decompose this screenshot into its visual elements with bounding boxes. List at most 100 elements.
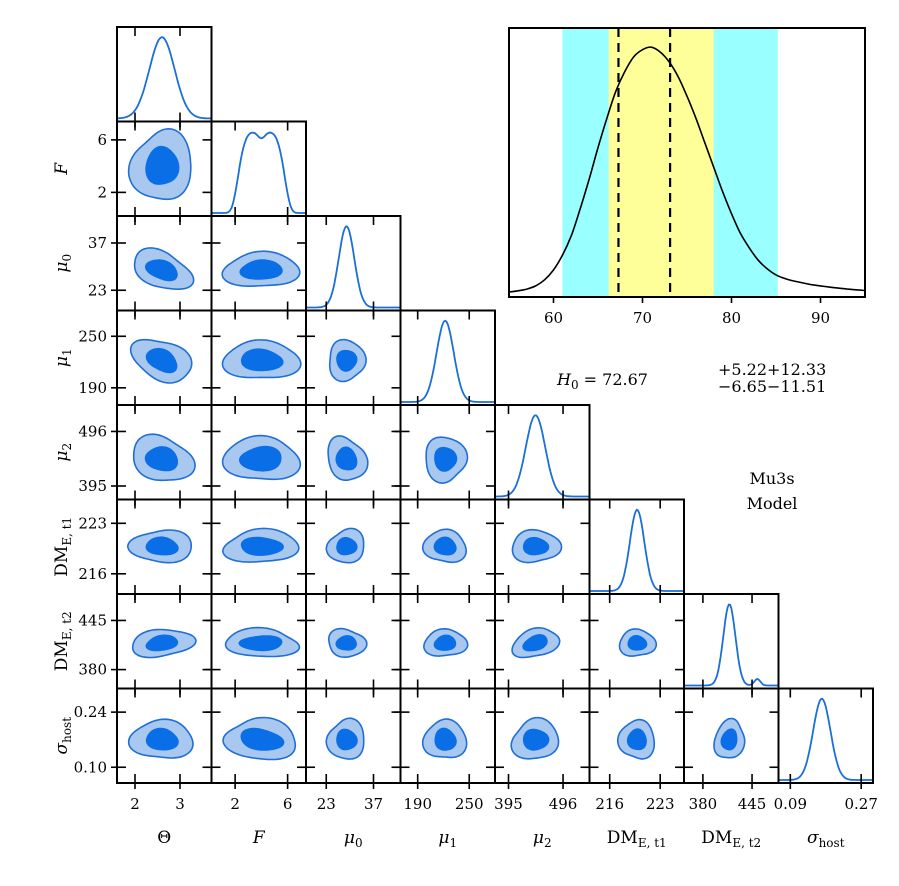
subplot-F-DME_t1	[205, 498, 307, 600]
label-part: DM	[607, 828, 638, 848]
contour-68-mu2-sigma_host	[523, 728, 550, 751]
contour-68-mu2-DME_t1	[522, 536, 550, 556]
marginal-mu0	[306, 225, 401, 309]
x-axis-label-mu2: μ2	[533, 828, 552, 850]
contour-68-mu2-DME_t2	[522, 634, 548, 652]
label-part: μ	[344, 828, 355, 848]
x-tick-label: 6	[283, 795, 293, 813]
label-part: 2	[544, 836, 552, 850]
y-tick-label: 445	[78, 611, 107, 629]
marginal-F	[211, 131, 306, 214]
subplot-mu0-mu2	[300, 404, 402, 506]
inset-x-tick-label: 60	[544, 309, 563, 327]
label-part: DM	[52, 640, 72, 671]
x-tick-label: 395	[494, 795, 523, 813]
inset-frame	[508, 27, 866, 298]
y-tick-label: 380	[78, 661, 107, 679]
y-axis-label-DME_t2: DME, t2	[52, 611, 74, 671]
subplot-mu1-mu1	[399, 309, 496, 411]
subplot-mu2-sigma_host	[489, 687, 591, 789]
subplot-mu0-mu0	[305, 215, 402, 317]
label-part: μ	[52, 451, 72, 462]
subplot-mu0-mu1	[300, 309, 402, 411]
label-part: σ	[52, 743, 72, 755]
subplot-frame	[494, 404, 591, 501]
h0-posterior-line	[508, 46, 866, 293]
annotation-part: H	[556, 370, 572, 389]
contour-68-F-sigma_host	[240, 727, 285, 751]
subplot-Theta-mu0	[111, 215, 213, 317]
marginal-sigma_host	[778, 697, 873, 781]
x-tick-label: 3	[175, 795, 185, 813]
x-tick-label: 0.09	[774, 795, 807, 813]
subplot-frame	[305, 215, 402, 312]
contour-68-mu1-DME_t1	[433, 536, 457, 556]
label-part: μ	[438, 828, 449, 848]
inset-x-tick-label: 70	[633, 309, 652, 327]
label-part: F	[52, 162, 72, 176]
x-tick-label: 250	[455, 795, 484, 813]
subplot-mu0-DME_t2	[300, 593, 402, 695]
contour-68-Theta-sigma_host	[145, 727, 179, 751]
contour-68-Theta-DME_t2	[145, 634, 179, 652]
contour-68-Theta-mu1	[145, 347, 178, 374]
x-tick-label: 380	[689, 795, 718, 813]
label-part: 1	[60, 348, 74, 356]
subplot-frame	[777, 687, 874, 784]
label-part: host	[819, 836, 845, 850]
y-axis-label-DME_t1: DME, t1	[52, 517, 74, 577]
subplot-DME_t1-sigma_host	[583, 687, 685, 789]
subplot-Theta-DME_t2	[111, 593, 213, 695]
marginal-Theta	[116, 36, 212, 120]
contour-68-mu0-DME_t2	[335, 635, 357, 651]
x-tick-label: 23	[317, 795, 336, 813]
label-part: 0	[60, 254, 74, 262]
y-axis-label-F: F	[52, 162, 72, 176]
label-part: E, t2	[732, 836, 761, 850]
subplot-DME_t2-DME_t2	[683, 593, 780, 695]
subplot-DME_t1-DME_t2	[583, 593, 685, 695]
x-axis-label-F: F	[252, 828, 266, 848]
contour-68-DME_t1-DME_t2	[627, 634, 648, 651]
contour-68-mu1-DME_t2	[433, 634, 457, 651]
label-part: 0	[355, 836, 363, 850]
model-label-line2: Model	[747, 494, 798, 513]
label-part: μ	[52, 262, 72, 273]
subplot-mu2-mu2	[494, 404, 591, 506]
subplot-Theta-mu1	[111, 309, 213, 411]
subplot-Theta-sigma_host	[111, 687, 213, 789]
contour-68-Theta-DME_t1	[145, 536, 179, 556]
label-part: host	[60, 717, 74, 743]
subplot-F-mu1	[205, 309, 307, 411]
contour-68-F-mu2	[238, 445, 282, 472]
subplot-DME_t2-sigma_host	[678, 687, 780, 789]
y-tick-label: 496	[78, 422, 107, 440]
y-tick-label: 395	[78, 477, 107, 495]
contour-68-mu0-sigma_host	[336, 728, 358, 751]
marginal-DME_t2	[684, 603, 779, 687]
h0-upper-errors: +5.22+12.33	[718, 360, 826, 379]
subplot-mu0-DME_t1	[300, 498, 402, 600]
subplot-frame	[116, 26, 213, 123]
subplot-Theta-DME_t1	[111, 498, 213, 600]
x-axis-label-DME_t2: DME, t2	[701, 828, 761, 850]
x-tick-label: 190	[403, 795, 432, 813]
subplot-sigma_host-sigma_host	[777, 687, 874, 789]
subplot-Theta-mu2	[111, 404, 213, 506]
x-tick-label: 223	[646, 795, 675, 813]
label-part: E, t2	[60, 611, 74, 640]
y-tick-label: 2	[97, 183, 107, 201]
label-part: 1	[449, 836, 457, 850]
y-axis-label-mu0: μ0	[52, 254, 74, 273]
label-part: μ	[52, 356, 72, 367]
y-tick-label: 216	[78, 565, 107, 583]
inset-x-tick-label: 90	[811, 309, 830, 327]
y-axis-label-sigma_host: σhost	[52, 717, 74, 755]
subplot-mu1-mu2	[394, 404, 496, 506]
subplot-mu2-DME_t1	[489, 498, 591, 600]
y-tick-label: 37	[88, 234, 107, 252]
h0-annotation: H0 = 72.67	[556, 370, 648, 392]
subplot-F-mu0	[205, 215, 307, 317]
subplot-mu1-DME_t1	[394, 498, 496, 600]
